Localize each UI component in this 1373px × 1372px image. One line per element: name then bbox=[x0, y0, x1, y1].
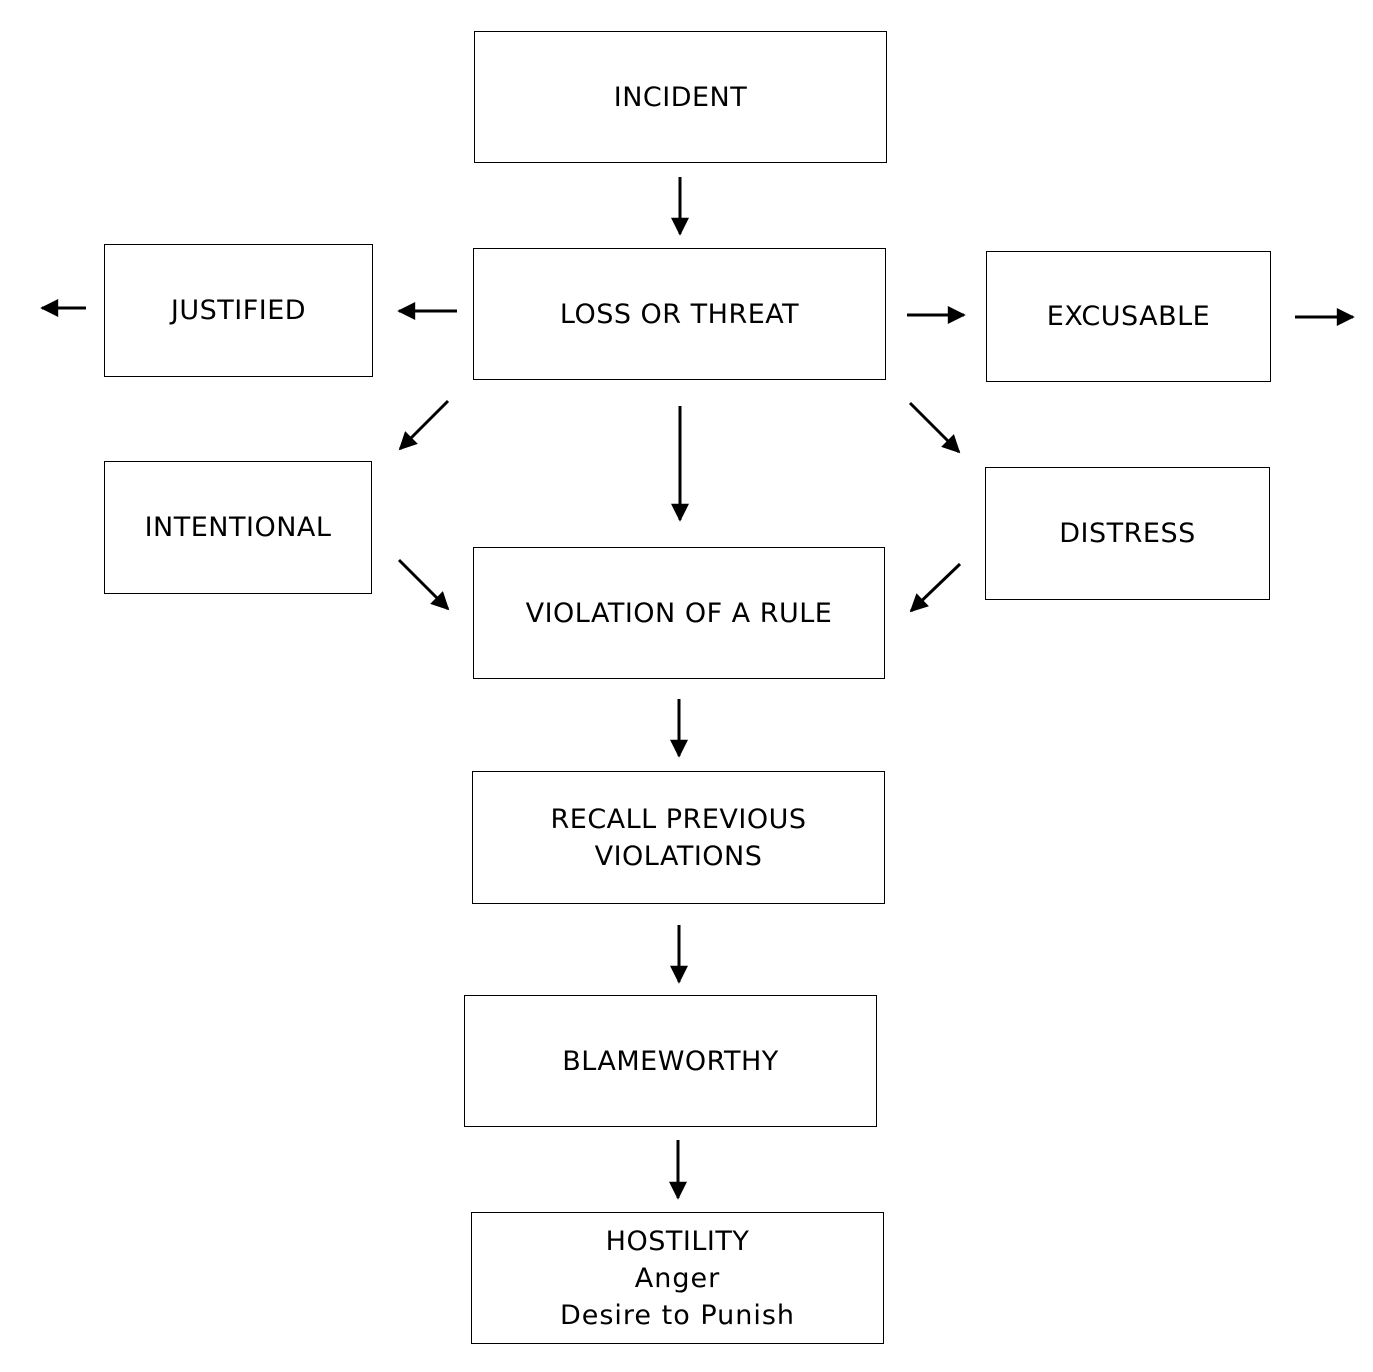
hostility-box: HOSTILITY Anger Desire to Punish bbox=[471, 1212, 884, 1344]
loss-or-threat-box: LOSS OR THREAT bbox=[473, 248, 886, 380]
excusable-label: EXCUSABLE bbox=[1046, 301, 1211, 332]
recall-previous-violations-line2: VIOLATIONS bbox=[594, 840, 763, 872]
incident-box: INCIDENT bbox=[474, 31, 887, 163]
recall-previous-violations-box: RECALL PREVIOUS VIOLATIONS bbox=[472, 771, 885, 904]
justified-label: JUSTIFIED bbox=[170, 295, 307, 326]
blameworthy-box: BLAMEWORTHY bbox=[464, 995, 877, 1127]
arrow-intentional-to-violation bbox=[397, 558, 450, 611]
violation-of-a-rule-label: VIOLATION OF A RULE bbox=[525, 597, 833, 629]
blameworthy-label: BLAMEWORTHY bbox=[562, 1045, 779, 1077]
arrow-distress-to-violation bbox=[909, 562, 962, 613]
hostility-label: HOSTILITY bbox=[605, 1225, 750, 1257]
incident-label: INCIDENT bbox=[613, 81, 748, 113]
hostility-anger: Anger bbox=[634, 1262, 721, 1294]
intentional-box: INTENTIONAL bbox=[104, 461, 372, 594]
intentional-label: INTENTIONAL bbox=[144, 512, 332, 543]
arrow-loss-to-distress bbox=[908, 401, 961, 454]
excusable-box: EXCUSABLE bbox=[986, 251, 1271, 382]
recall-previous-violations-line1: RECALL PREVIOUS bbox=[550, 803, 807, 835]
distress-box: DISTRESS bbox=[985, 467, 1270, 600]
arrow-loss-to-intentional bbox=[398, 399, 450, 451]
loss-or-threat-label: LOSS OR THREAT bbox=[559, 298, 800, 330]
justified-box: JUSTIFIED bbox=[104, 244, 373, 377]
violation-of-a-rule-box: VIOLATION OF A RULE bbox=[473, 547, 885, 679]
distress-label: DISTRESS bbox=[1059, 518, 1196, 549]
hostility-desire-to-punish: Desire to Punish bbox=[559, 1299, 796, 1331]
